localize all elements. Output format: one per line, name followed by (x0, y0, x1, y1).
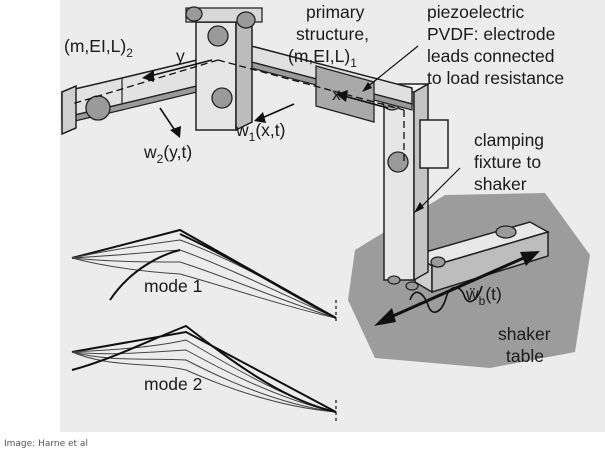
w1-label: w1(x,t) (235, 120, 285, 144)
primary-label-1: primary (306, 2, 365, 22)
primary-label-2: structure, (296, 24, 369, 44)
primary-label-3: (m,EI,L)1 (288, 46, 357, 70)
mode1-label: mode 1 (144, 276, 202, 296)
image-credit: Image: Harne et al (4, 439, 88, 449)
mode1-plot (71, 228, 337, 324)
w2-label: w2(y,t) (143, 142, 192, 166)
clamp-base (413, 221, 550, 294)
piezo-label-4: to load resistance (427, 68, 564, 88)
piezo-label-3: leads connected (427, 46, 554, 66)
axis-arrows (142, 59, 389, 138)
x-axis-label: x (332, 84, 341, 104)
central-block (185, 6, 263, 132)
mode2-plot (71, 324, 337, 424)
beam-centerlines (71, 59, 405, 165)
y-axis-label: y (176, 46, 185, 66)
beam2-label: (m,EI,L)2 (64, 36, 133, 60)
mode2-label: mode 2 (144, 374, 202, 394)
shaker-label-1: shaker (498, 324, 551, 344)
clamp-label-3: shaker (474, 174, 527, 194)
secondary-beam (61, 53, 223, 136)
base-accel-label: ẅb(t) (465, 284, 502, 308)
piezo-label-1: piezoelectric (427, 2, 525, 22)
clamp-label-2: fixture to (474, 152, 541, 172)
shaker-label-2: table (506, 346, 544, 366)
leader-lines (362, 45, 461, 213)
base-excitation-arrow (374, 251, 540, 326)
clamp-label-1: clamping (474, 130, 544, 150)
piezo-label-2: PVDF: electrode (427, 24, 555, 44)
